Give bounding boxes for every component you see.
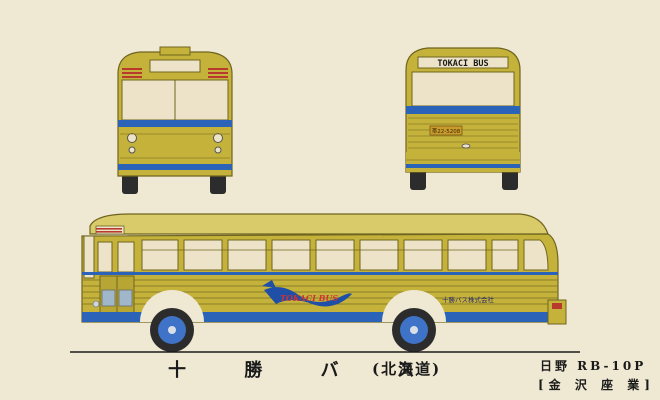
logo-ribbon <box>262 280 352 307</box>
side-blue-skirt <box>82 312 558 322</box>
front-marker-lamps <box>122 68 228 78</box>
rear-right-tire <box>502 170 518 190</box>
credit-label: [金 沢 座 業] <box>538 378 655 392</box>
side-front-wheel <box>150 308 194 352</box>
front-view <box>117 46 233 194</box>
side-windows <box>97 239 549 273</box>
model-label: 日野 RB-10P <box>540 359 647 373</box>
side-company-text: 十勝バス株式会社 <box>442 295 495 304</box>
rear-left-tire <box>410 170 426 190</box>
side-rear-wheel <box>392 308 436 352</box>
operator-title: 十 勝 バ ス <box>168 360 441 381</box>
side-roof <box>89 213 549 235</box>
side-view: TOKACI BUS 十勝バス株式会社 <box>70 213 580 353</box>
front-left-headlight <box>127 133 137 143</box>
rear-destination-text: TOKACI BUS <box>437 59 488 69</box>
side-marker-lamps <box>96 228 122 233</box>
rear-window <box>411 71 515 107</box>
rear-plate-text: 帯22-5208 <box>432 127 461 135</box>
front-right-headlight <box>213 133 223 143</box>
rear-view: TOKACI BUS 帯22-5208 <box>405 47 521 190</box>
region-label: (北海道) <box>372 360 442 378</box>
rear-plate <box>429 125 463 136</box>
rear-destination-sign <box>417 56 509 69</box>
side-logo-text: TOKACI BUS <box>280 293 338 303</box>
